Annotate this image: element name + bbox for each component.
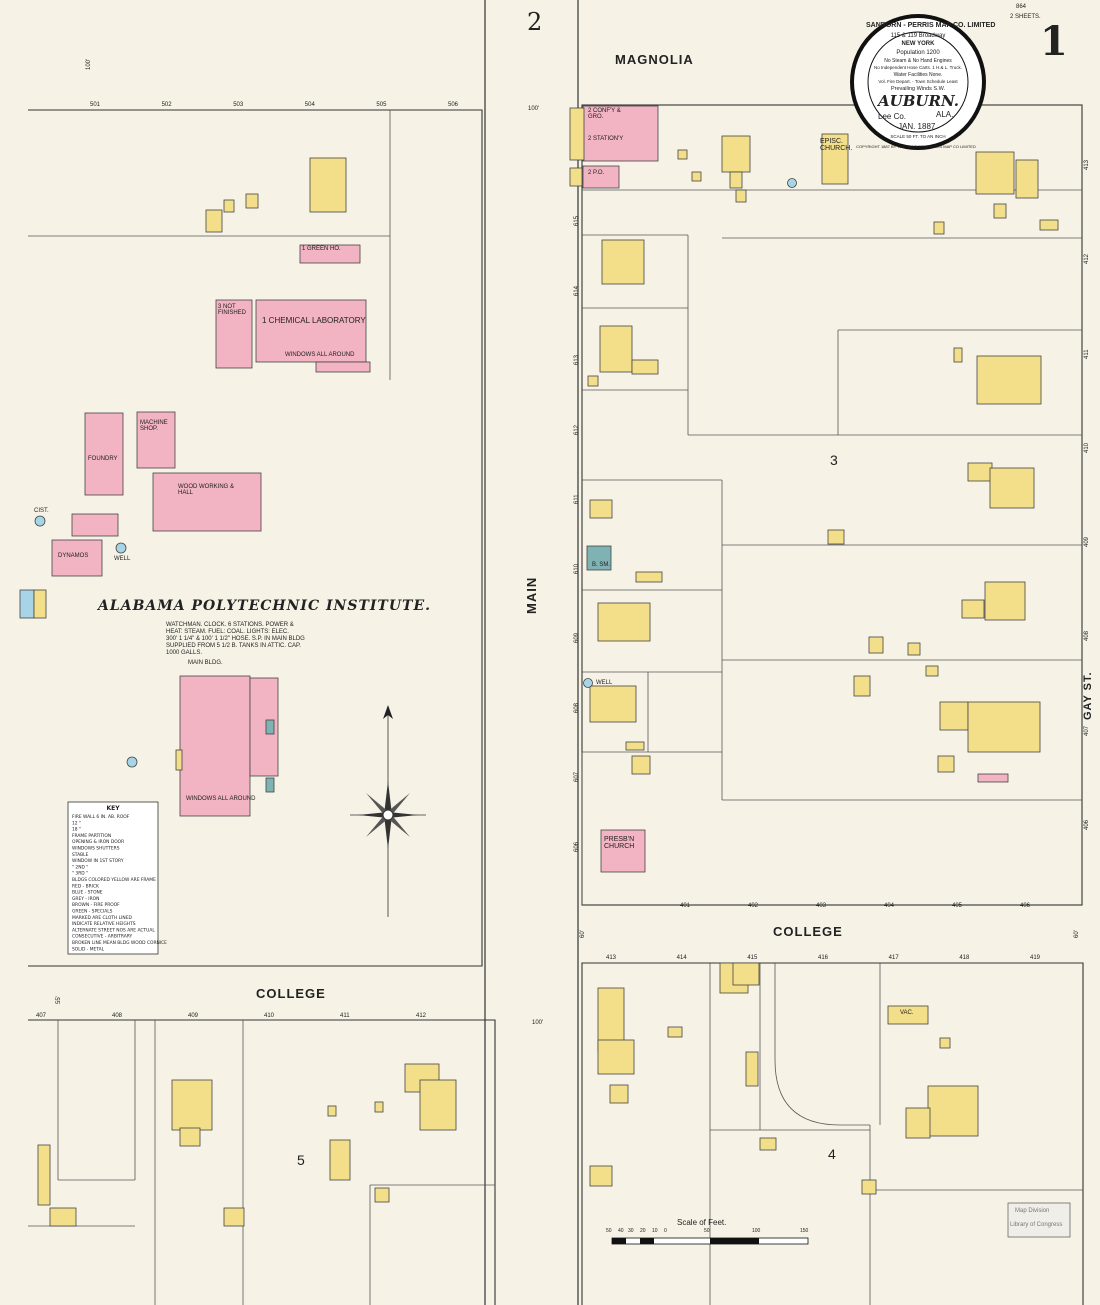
frame-building[interactable] [309, 157, 347, 213]
frame-dwelling[interactable] [976, 355, 1042, 405]
key-row: " 3RD " [72, 871, 88, 877]
key-row: INDICATE RELATIVE HEIGHTS [72, 921, 136, 927]
block5-buildings [37, 1063, 457, 1227]
key-row: WINDOW IN 1ST STORY [72, 858, 124, 864]
frame-lean-to[interactable] [569, 107, 585, 161]
dynamo-house[interactable] [51, 539, 103, 577]
key-row: GREY - IRON [72, 896, 99, 902]
block-outlines [28, 104, 1084, 1305]
library-stamp [1007, 1202, 1071, 1238]
machine-shop[interactable] [136, 411, 176, 469]
frame-dwelling[interactable] [975, 151, 1015, 195]
key-row: BROKEN LINE MEAN BLDG WOOD CORNICE [72, 940, 167, 946]
block3-buildings [569, 105, 1059, 873]
episcopal-church[interactable] [821, 133, 849, 185]
key-row: BLDGS COLORED YELLOW ARE FRAME [72, 877, 156, 883]
frame-building[interactable] [721, 135, 751, 173]
key-row: SOLID - METAL [72, 946, 105, 952]
block4-lot-lines [709, 963, 1083, 1305]
frame-shed[interactable] [569, 167, 583, 187]
foundry[interactable] [84, 412, 124, 496]
block5-lot-lines [28, 1020, 495, 1305]
key-row: STABLE [72, 852, 89, 858]
frame-dwelling[interactable] [419, 1079, 457, 1131]
key-row: RED - BRICK [72, 883, 99, 889]
frame-dwelling[interactable] [599, 325, 633, 373]
key-row: BLUE - STONE [72, 890, 103, 896]
key-row: CONSECUTIVE - ARBITRARY [72, 934, 132, 940]
key-row: 12 " [72, 820, 81, 826]
title-seal [850, 14, 986, 150]
key-row: 18 " [72, 827, 81, 833]
frame-dwelling[interactable] [989, 467, 1035, 509]
frame-dwelling[interactable] [597, 602, 651, 642]
block4-buildings [589, 962, 979, 1195]
block4-outline [581, 962, 1084, 1305]
scale-bar [611, 1237, 809, 1245]
block3-outline [581, 104, 1083, 906]
institute-block-outline [28, 109, 483, 967]
key-row: " 2ND " [72, 864, 88, 870]
key-title: KEY [106, 805, 120, 812]
frame-dwelling[interactable] [984, 581, 1026, 621]
frame-dwelling[interactable] [927, 1085, 979, 1137]
store-brick-building[interactable] [582, 105, 659, 162]
frame-dwelling[interactable] [967, 701, 1041, 753]
compass-rose [350, 705, 426, 917]
key-row: FRAME PARTITION [72, 833, 111, 839]
main-building[interactable] [179, 675, 251, 817]
block5-outline [28, 1019, 496, 1305]
frame-dwelling[interactable] [589, 685, 637, 723]
presbyterian-church[interactable] [600, 829, 646, 873]
blacksmith-shop[interactable] [586, 545, 612, 571]
unfinished-building[interactable] [215, 299, 253, 369]
key-row: MARKED ARE CLOTH LINED [72, 915, 132, 921]
frame-dwelling[interactable] [601, 239, 645, 285]
green-house[interactable] [299, 244, 361, 264]
key-row: ALTERNATE STREET NOS ARE ACTUAL [72, 927, 155, 933]
woodworking-hall[interactable] [152, 472, 262, 532]
key-row: FIRE WALL 6 IN. AB. ROOF [72, 814, 130, 820]
key-row: GREEN - SPECIALS [72, 909, 113, 915]
key-row: OPENING & IRON DOOR [72, 839, 124, 845]
chemical-laboratory[interactable] [255, 299, 367, 363]
post-office-building[interactable] [582, 165, 620, 189]
frame-dwelling[interactable] [171, 1079, 213, 1131]
key-row: WINDOWS SHUTTERS [72, 846, 120, 852]
institute-buildings [19, 157, 371, 817]
key-row: BROWN - FIRE PROOF [72, 902, 120, 908]
